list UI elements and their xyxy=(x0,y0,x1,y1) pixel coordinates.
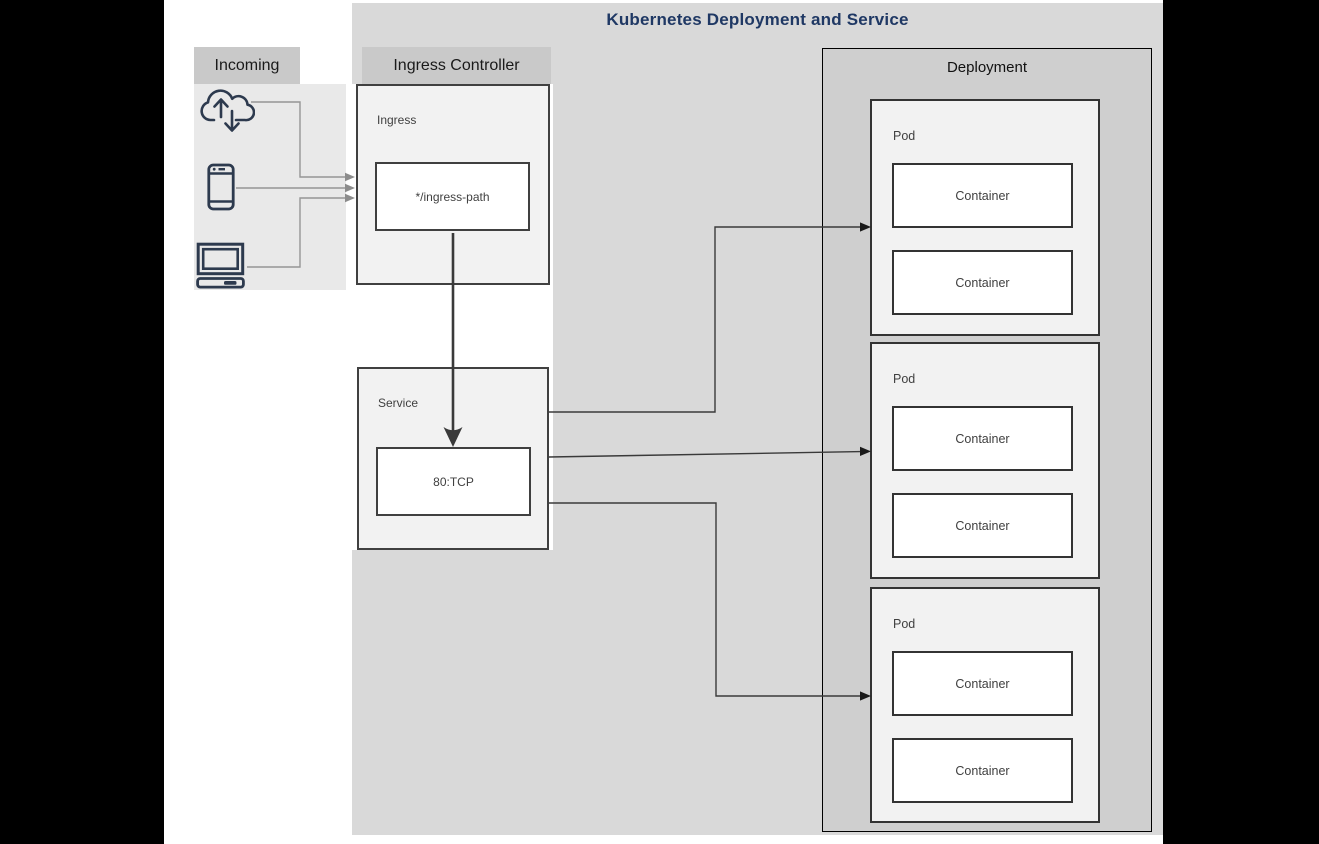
service-node-label: Service xyxy=(378,396,419,410)
pod-label: Pod xyxy=(893,372,916,386)
ingress-path-box: */ingress-path xyxy=(375,162,530,231)
container-label: Container xyxy=(955,431,1010,446)
mobile-phone-icon xyxy=(207,163,235,216)
service-port-label: 80:TCP xyxy=(433,474,474,489)
ingress-path-label: */ingress-path xyxy=(415,189,490,204)
container-box: Container xyxy=(892,250,1073,315)
pod-label: Pod xyxy=(893,129,916,143)
service-port-box: 80:TCP xyxy=(376,447,531,516)
container-box: Container xyxy=(892,738,1073,803)
diagram-title: Kubernetes Deployment and Service xyxy=(606,10,909,29)
ingress-node: Ingress */ingress-path xyxy=(356,84,550,285)
deployment-header-label: Deployment xyxy=(946,59,1028,76)
container-box: Container xyxy=(892,651,1073,716)
pod-box-3: Pod Container Container xyxy=(870,587,1100,823)
deployment-group: Deployment Pod Container Container Pod C… xyxy=(822,48,1152,832)
laptop-icon xyxy=(196,242,246,295)
incoming-header-label: Incoming xyxy=(214,56,280,74)
container-label: Container xyxy=(955,518,1010,533)
right-black-bar xyxy=(1163,0,1319,844)
pod-label: Pod xyxy=(893,617,916,631)
left-black-bar xyxy=(0,0,164,844)
pod-box-1: Pod Container Container xyxy=(870,99,1100,336)
container-label: Container xyxy=(955,763,1010,778)
ingress-controller-header-label: Ingress Controller xyxy=(393,56,520,74)
incoming-group-header: Incoming xyxy=(194,47,300,84)
ingress-node-label: Ingress xyxy=(377,113,417,127)
ingress-controller-group-header: Ingress Controller xyxy=(362,47,551,84)
container-box: Container xyxy=(892,163,1073,228)
container-box: Container xyxy=(892,493,1073,558)
container-label: Container xyxy=(955,275,1010,290)
container-label: Container xyxy=(955,188,1010,203)
container-label: Container xyxy=(955,676,1010,691)
service-node: Service 80:TCP xyxy=(357,367,549,550)
container-box: Container xyxy=(892,406,1073,471)
cloud-upload-download-icon xyxy=(199,84,256,143)
pod-box-2: Pod Container Container xyxy=(870,342,1100,579)
